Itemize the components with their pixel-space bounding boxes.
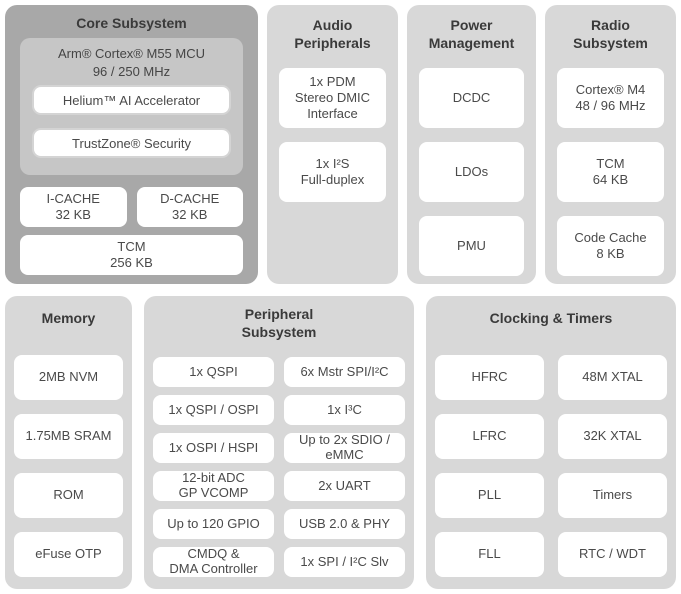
cmdq-dma-block: CMDQ & DMA Controller [153, 547, 274, 577]
cache-row: I-CACHE 32 KB D-CACHE 32 KB [20, 187, 243, 227]
sram-block: 1.75MB SRAM [14, 414, 123, 459]
sdio-emmc-block: Up to 2x SDIO / eMMC [284, 433, 405, 463]
memory-block-list: 2MB NVM 1.75MB SRAM ROM eFuse OTP [5, 355, 132, 577]
qspi-ospi-block: 1x QSPI / OSPI [153, 395, 274, 425]
nvm-block: 2MB NVM [14, 355, 123, 400]
lfrc-block: LFRC [435, 414, 544, 459]
dcdc-block: DCDC [419, 68, 524, 128]
clocking-timers-panel: Clocking & Timers HFRC 48M XTAL LFRC 32K… [426, 296, 676, 589]
peripheral-block-grid: 1x QSPI 6x Mstr SPI/I²C 1x QSPI / OSPI 1… [144, 357, 414, 577]
trustzone-security-block: TrustZone® Security [32, 128, 231, 158]
cortex-m55-mcu-block: Arm® Cortex® M55 MCU 96 / 250 MHz Helium… [20, 38, 243, 175]
i3c-block: 1x I³C [284, 395, 405, 425]
efuse-otp-block: eFuse OTP [14, 532, 123, 577]
mstr-spi-i2c-block: 6x Mstr SPI/I²C [284, 357, 405, 387]
adc-vcomp-block: 12-bit ADC GP VCOMP [153, 471, 274, 501]
uart-block: 2x UART [284, 471, 405, 501]
power-block-list: DCDC LDOs PMU [407, 68, 536, 276]
peripheral-subsystem-title: Peripheral Subsystem [241, 306, 317, 341]
qspi-block: 1x QSPI [153, 357, 274, 387]
radio-tcm-block: TCM 64 KB [557, 142, 664, 202]
radio-block-list: Cortex® M4 48 / 96 MHz TCM 64 KB Code Ca… [545, 68, 676, 276]
pll-block: PLL [435, 473, 544, 518]
d-cache-block: D-CACHE 32 KB [136, 187, 243, 227]
ospi-hspi-block: 1x OSPI / HSPI [153, 433, 274, 463]
memory-title: Memory [41, 310, 96, 326]
memory-panel: Memory 2MB NVM 1.75MB SRAM ROM eFuse OTP [5, 296, 132, 589]
cortex-m4-block: Cortex® M4 48 / 96 MHz [557, 68, 664, 128]
radio-subsystem-panel: Radio Subsystem Cortex® M4 48 / 96 MHz T… [545, 5, 676, 284]
core-subsystem-panel: Core Subsystem Arm® Cortex® M55 MCU 96 /… [5, 5, 258, 284]
fll-block: FLL [435, 532, 544, 577]
i-cache-block: I-CACHE 32 KB [20, 187, 127, 227]
core-subsystem-title: Core Subsystem [76, 15, 187, 31]
pmu-block: PMU [419, 216, 524, 276]
helium-ai-accelerator-block: Helium™ AI Accelerator [32, 85, 231, 115]
timers-block: Timers [558, 473, 667, 518]
audio-block-list: 1x PDM Stereo DMIC Interface 1x I²S Full… [267, 68, 398, 202]
spi-i2c-slv-block: 1x SPI / I²C Slv [284, 547, 405, 577]
rom-block: ROM [14, 473, 123, 518]
clocking-block-grid: HFRC 48M XTAL LFRC 32K XTAL PLL Timers F… [426, 355, 676, 577]
code-cache-block: Code Cache 8 KB [557, 216, 664, 276]
gpio-block: Up to 120 GPIO [153, 509, 274, 539]
clocking-timers-title: Clocking & Timers [489, 310, 613, 326]
radio-subsystem-title: Radio Subsystem [573, 17, 648, 52]
hfrc-block: HFRC [435, 355, 544, 400]
audio-peripherals-panel: Audio Peripherals 1x PDM Stereo DMIC Int… [267, 5, 398, 284]
usb-phy-block: USB 2.0 & PHY [284, 509, 405, 539]
peripheral-subsystem-panel: Peripheral Subsystem 1x QSPI 6x Mstr SPI… [144, 296, 414, 589]
i2s-block: 1x I²S Full-duplex [279, 142, 386, 202]
tcm-block: TCM 256 KB [20, 235, 243, 275]
power-management-panel: Power Management DCDC LDOs PMU [407, 5, 536, 284]
pdm-dmic-block: 1x PDM Stereo DMIC Interface [279, 68, 386, 128]
cortex-m55-mcu-label: Arm® Cortex® M55 MCU 96 / 250 MHz [57, 46, 205, 79]
rtc-wdt-block: RTC / WDT [558, 532, 667, 577]
xtal-48m-block: 48M XTAL [558, 355, 667, 400]
tcm-row: TCM 256 KB [20, 235, 243, 275]
audio-peripherals-title: Audio Peripherals [294, 17, 371, 52]
power-management-title: Power Management [428, 17, 515, 52]
mcu-feature-list: Helium™ AI Accelerator TrustZone® Securi… [20, 85, 243, 158]
xtal-32k-block: 32K XTAL [558, 414, 667, 459]
bottom-row: Memory 2MB NVM 1.75MB SRAM ROM eFuse OTP… [5, 296, 676, 589]
top-row: Core Subsystem Arm® Cortex® M55 MCU 96 /… [5, 5, 676, 284]
ldos-block: LDOs [419, 142, 524, 202]
